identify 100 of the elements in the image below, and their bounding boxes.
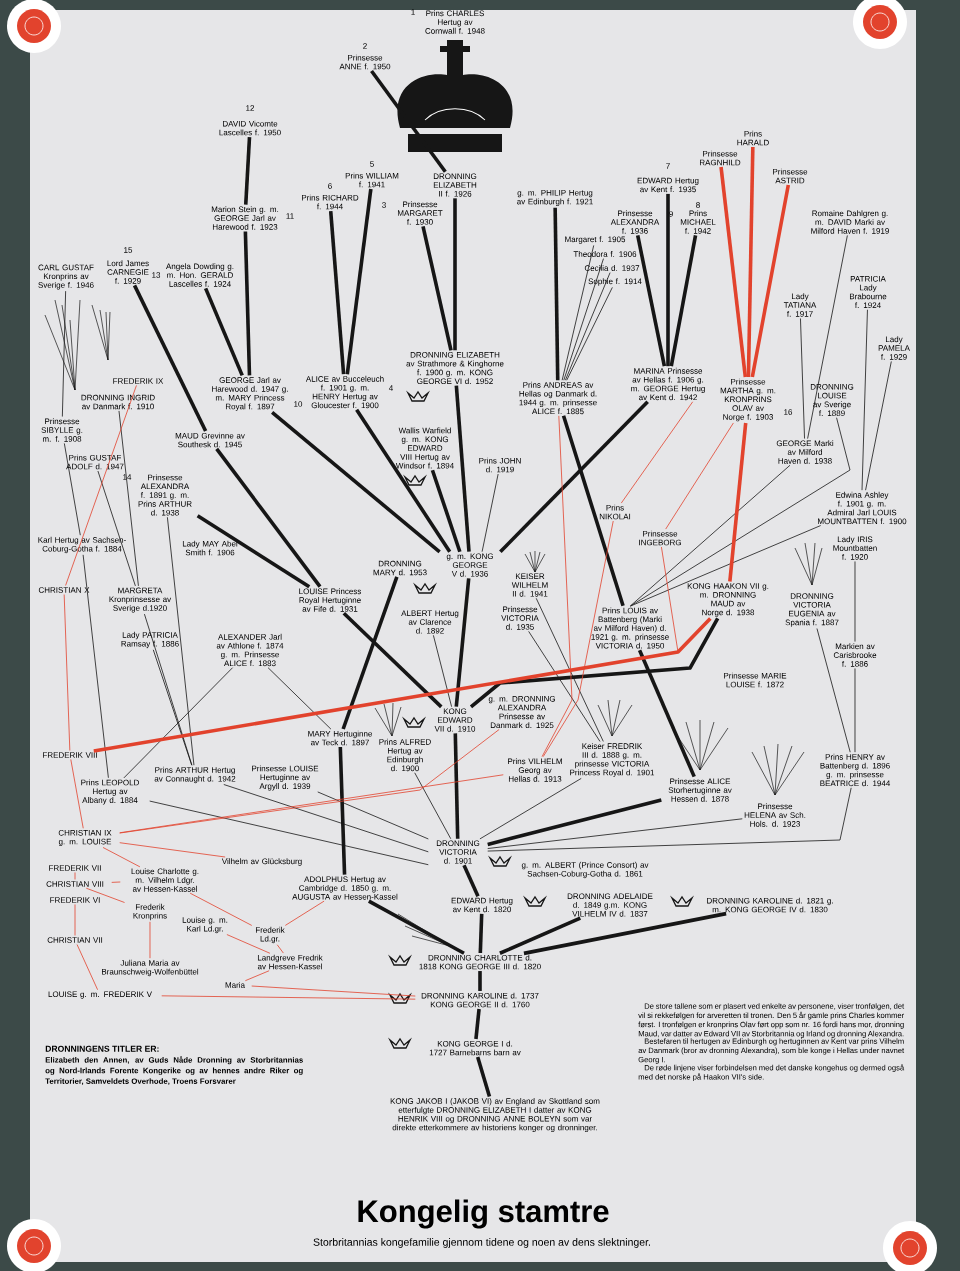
person-label: g. m. KONG GEORGE V d. 1936	[446, 553, 493, 577]
family-line	[565, 272, 611, 381]
family-line	[523, 911, 727, 956]
family-line	[267, 667, 332, 730]
family-line	[499, 400, 649, 554]
person-label: g. m. ALBERT (Prince Consort) av Sachsen-Coburg-Gotha d. 1861	[521, 861, 649, 879]
person-label: Romaine Dahlgren g. m. DAVID Marki av Milford Haven f. 1919	[811, 210, 889, 234]
family-line	[203, 287, 244, 377]
family-line	[637, 649, 696, 778]
person-label: Prinsesse MARTHA g. m. KRONPRINS OLAV av Norge f. 1903	[720, 378, 776, 422]
family-line	[666, 193, 670, 367]
person-label: Prins VILHELM Georg av Hellas d. 1913	[508, 758, 562, 782]
family-line	[149, 921, 151, 959]
person-label: DRONNING LOUISE av Sverige f. 1889	[810, 384, 854, 417]
person-label: DRONNING INGRID av Danmark f. 1910	[81, 394, 155, 410]
family-line	[355, 408, 452, 553]
person-label: DRONNING VICTORIA d. 1901	[436, 840, 480, 864]
family-line	[728, 422, 748, 582]
family-line	[74, 872, 76, 880]
family-line	[102, 847, 141, 868]
family-line	[93, 546, 679, 752]
caption: Storbritannias kongefamilie gjennom tidene og noen av dens slektninger.	[313, 1238, 650, 1248]
person-label: KONG HAAKON VII g. m. DRONNING MAUD av Norge d. 1938	[687, 583, 769, 617]
family-line	[854, 668, 856, 753]
person-label: Prinsesse ALICE Storhertuginne av Hessen d. 1878	[668, 778, 732, 802]
person-label: Frederik Kronprins	[133, 903, 167, 921]
succession-number: 4	[388, 385, 393, 391]
family-line	[243, 231, 252, 376]
family-line	[630, 525, 822, 607]
family-line	[535, 597, 604, 742]
heading: DRONNINGENS TITLER ER:	[45, 1045, 159, 1052]
succession-number: 5	[370, 161, 374, 167]
family-line	[421, 226, 453, 351]
family-line	[152, 649, 193, 766]
family-line	[276, 944, 284, 954]
family-line	[119, 842, 226, 858]
person-label: GEORGE Jarl av Harewood d. 1947 g. m. MARY Princess Royal f. 1897	[212, 377, 288, 411]
person-label: DRONNING ELIZABETH av Strathmore & Kinghorne f. 1900 g. m. KONG GEORGE VI d. 1952	[406, 352, 504, 385]
person-label: DRONNING KAROLINE d. 1821 g. m. KONG GEORGE IV d. 1830	[707, 897, 833, 913]
person-label: Prins WILLIAM f. 1941	[345, 172, 399, 188]
person-label: DRONNING ADELAIDE d. 1849 g.m. KONG VILHELM IV d. 1837	[567, 893, 653, 917]
family-line	[82, 554, 109, 779]
family-line	[469, 617, 720, 709]
person-label: Prins HENRY av Battenberg d. 1896 g. m. prinsesse BEATRICE d. 1944	[820, 753, 891, 787]
family-line	[746, 146, 755, 377]
person-label: Louise Charlotte g. m. Vilhelm Ldgr. av Hessen-Kassel	[131, 868, 199, 892]
person-label: Angela Dowding g. m. Hon. GERALD Lascelles f. 1924	[166, 263, 234, 287]
person-label: Prins CHARLES Hertug av Cornwall f. 1948	[425, 10, 485, 34]
family-line	[479, 778, 582, 840]
family-line	[620, 401, 694, 504]
family-line	[97, 470, 136, 587]
family-line	[478, 971, 482, 991]
person-label: CARL GUSTAF Kronprins av Sverige f. 1946	[38, 264, 94, 290]
person-label: DRONNING VICTORIA EUGENIA av Spania f. 1887	[785, 593, 839, 627]
person-label: Landgreve Fredrik av Hessen-Kassel	[257, 954, 323, 970]
person-label: DRONNING MARY d. 1953	[373, 560, 427, 576]
succession-number: 3	[382, 202, 386, 208]
family-line	[816, 628, 851, 753]
title: Kongelig stamtre	[358, 1199, 609, 1229]
person-label: Prins NIKOLAI	[599, 504, 631, 520]
person-label: Prinsesse MARIE LOUISE f. 1872	[724, 672, 787, 688]
person-label: FREDERIK VI	[50, 897, 100, 903]
family-line	[861, 309, 868, 491]
person-label: Marion Stein g. m. GEORGE Jarl av Harewood f. 1923	[211, 206, 279, 230]
family-line	[341, 576, 399, 730]
succession-number: 8	[696, 202, 700, 208]
family-line	[454, 385, 471, 552]
person-label: ALBERT Hertug av Clarence d. 1892	[401, 610, 459, 634]
family-line	[65, 385, 137, 586]
person-label: Karl Hertug av Sachsen-Coburg-Gotha f. 1884	[38, 536, 126, 554]
family-line	[63, 594, 71, 751]
person-label: Wallis Warfield g. m. KONG EDWARD VIII Hertug av Windsor f. 1894	[395, 427, 454, 469]
person-label: Prinsesse INGEBORG	[639, 530, 681, 546]
family-line	[635, 235, 667, 367]
family-line	[499, 916, 581, 955]
person-label: LOUISE Princess Royal Hertuginne av Fife d. 1931	[299, 588, 362, 612]
person-label: CHRISTIAN VIII	[46, 881, 104, 887]
family-line	[430, 469, 462, 553]
person-label: Cecilia d. 1937	[584, 265, 640, 271]
person-label: Prins MICHAEL f. 1942	[680, 210, 716, 234]
person-label: Prinsesse VICTORIA d. 1935	[501, 606, 539, 630]
family-line	[63, 443, 81, 536]
person-label: Prins JOHN d. 1919	[479, 457, 521, 473]
person-label: LOUISE g. m. FREDERIK V	[48, 991, 152, 999]
person-label: Theodora f. 1906	[573, 251, 637, 257]
person-label: EDWARD Hertug av Kent d. 1820	[451, 897, 513, 913]
person-label: Louise g. m. Karl Ld.gr.	[182, 916, 228, 934]
person-label: Prinsesse LOUISE Hertuginne av Argyll d. 1939	[252, 765, 319, 791]
family-line	[454, 578, 471, 707]
person-label: Keiser FREDRIK III d. 1888 g. m. prinsesse VICTORIA Princess Royal d. 1901	[570, 743, 655, 777]
family-line	[487, 798, 662, 847]
family-line	[123, 667, 233, 779]
family-line	[750, 184, 791, 378]
family-line	[284, 900, 325, 926]
family-line	[271, 411, 441, 554]
family-line	[119, 729, 500, 834]
person-label: Prins LEOPOLD Hertug av Albany d. 1884	[81, 779, 139, 805]
succession-number: 11	[286, 213, 294, 219]
person-label: Prinsesse SIBYLLE g. m. f. 1908	[41, 418, 83, 442]
person-label: Vilhelm av Glücksburg	[221, 858, 302, 866]
